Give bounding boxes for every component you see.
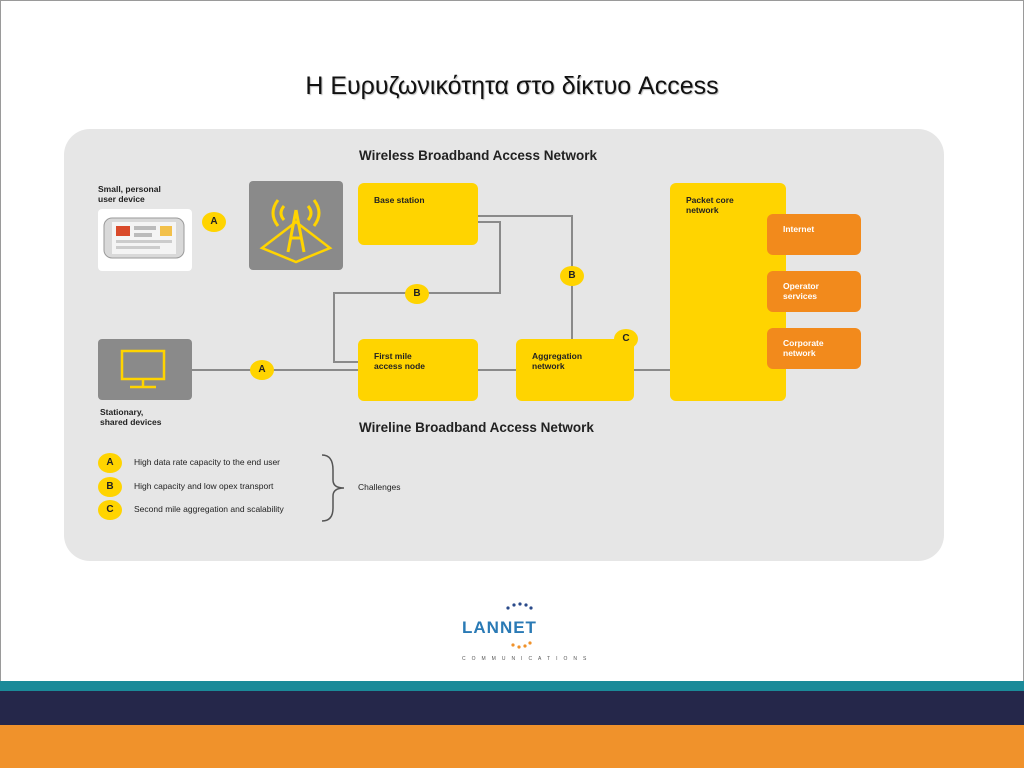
internet-box: Internet (767, 214, 861, 255)
badge-a-wireline: A (250, 360, 274, 380)
legend-text-a: High data rate capacity to the end user (134, 457, 281, 467)
legend-brace (321, 454, 345, 522)
challenges-label: Challenges (358, 482, 401, 492)
operator-services-label: Operator services (783, 281, 819, 301)
handheld-device-icon (103, 217, 185, 259)
corporate-network-label: Corporate network (783, 338, 824, 358)
lannet-logo: LANNET COMMUNICATIONS (440, 600, 590, 670)
aggregation-box: Aggregation network (516, 339, 634, 401)
footer-band-teal (0, 681, 1024, 691)
packet-core-label: Packet core network (686, 195, 734, 215)
legend-text-c: Second mile aggregation and scalability (134, 504, 284, 514)
legend-badge-a: A (98, 453, 122, 473)
base-station-box: Base station (358, 183, 478, 245)
first-mile-box: First mile access node (358, 339, 478, 401)
tower-icon-box (249, 181, 343, 270)
slide-title: Η Ευρυζωνικότητα στο δίκτυο Access (305, 72, 719, 100)
monitor-icon-box (98, 339, 192, 400)
link-base-to-aggregation (478, 215, 573, 340)
footer-band-orange (0, 725, 1024, 768)
legend-badge-c: C (98, 500, 122, 520)
wireline-heading: Wireline Broadband Access Network (359, 420, 594, 435)
packet-core-box: Packet core network (670, 183, 786, 401)
stationary-label: Stationary, shared devices (100, 407, 162, 427)
logo-dots-icon (506, 602, 533, 649)
badge-b-right: B (560, 266, 584, 286)
logo-word: LANNET (462, 618, 537, 637)
badge-a-wireless: A (202, 212, 226, 232)
corporate-network-box: Corporate network (767, 328, 861, 369)
base-station-label: Base station (374, 195, 425, 205)
monitor-icon (120, 349, 166, 389)
legend-badge-b: B (98, 477, 122, 497)
badge-b-loop: B (405, 284, 429, 304)
small-device-label: Small, personal user device (98, 184, 161, 204)
badge-c: C (614, 329, 638, 349)
footer-band-navy (0, 691, 1024, 725)
tower-icon (259, 199, 333, 264)
operator-services-box: Operator services (767, 271, 861, 312)
legend-text-b: High capacity and low opex transport (134, 481, 274, 491)
internet-label: Internet (783, 224, 815, 234)
aggregation-label: Aggregation network (532, 351, 583, 371)
logo-subtitle: COMMUNICATIONS (462, 656, 593, 662)
wireless-heading: Wireless Broadband Access Network (359, 148, 597, 163)
first-mile-label: First mile access node (374, 351, 426, 371)
